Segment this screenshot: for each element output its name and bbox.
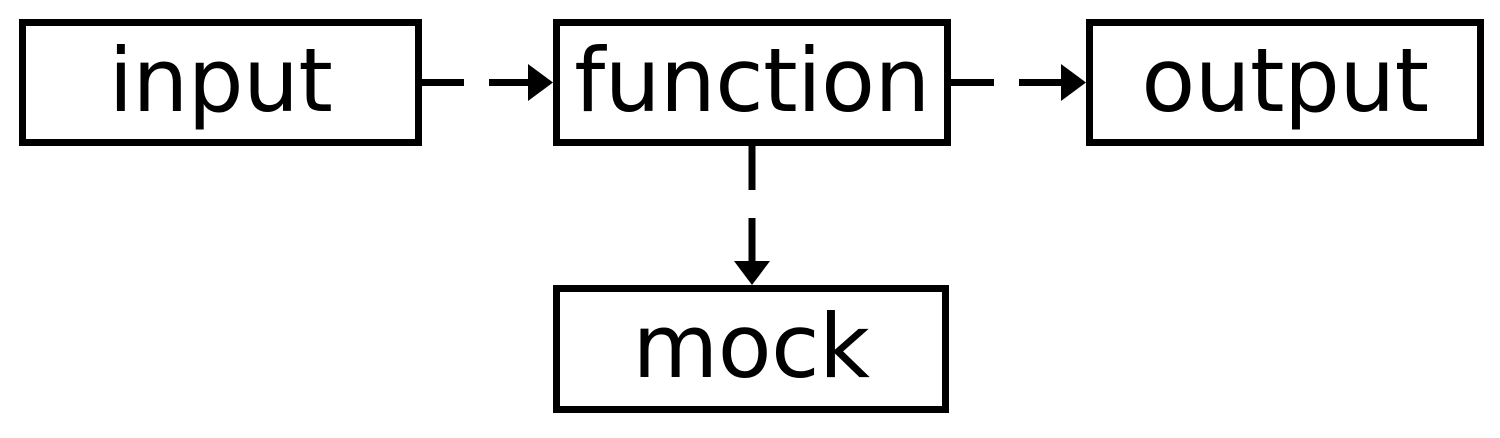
- node-function[interactable]: function: [553, 19, 951, 146]
- edge-function-to-output-arrowhead: [1061, 64, 1086, 101]
- node-function-label: function: [574, 28, 930, 132]
- edge-function-to-mock-arrowhead: [734, 261, 770, 285]
- edge-input-to-function-arrowhead: [528, 64, 553, 101]
- node-input[interactable]: input: [19, 19, 422, 146]
- node-mock-label: mock: [632, 295, 870, 398]
- edge-input-to-function: [421, 64, 553, 101]
- node-mock[interactable]: mock: [553, 285, 949, 413]
- edge-function-to-output: [951, 64, 1086, 101]
- edge-function-to-mock: [734, 145, 770, 285]
- node-output-label: output: [1141, 28, 1429, 132]
- node-output[interactable]: output: [1086, 19, 1484, 146]
- node-input-label: input: [108, 28, 333, 132]
